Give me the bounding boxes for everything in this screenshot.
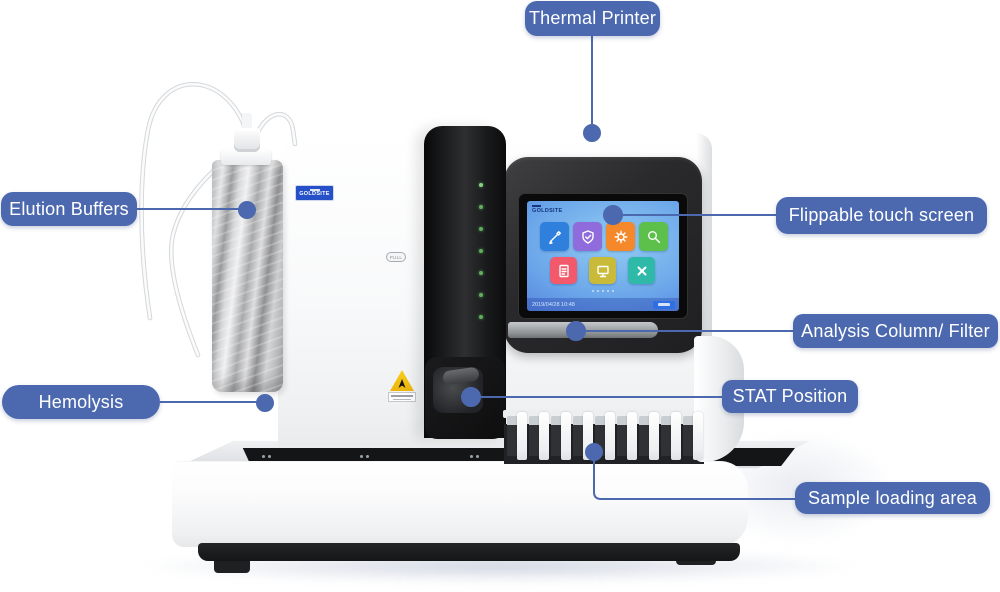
screen-brand-logo: GOLDSITE <box>532 205 563 214</box>
rack-divider <box>693 412 703 460</box>
status-led <box>479 205 483 209</box>
bag-cap <box>234 128 260 152</box>
screw-dot <box>470 455 473 458</box>
screw-dot <box>268 455 271 458</box>
base-front-panel <box>172 461 748 547</box>
touch-screen: GOLDSITE 2019/04/28 10:48 <box>527 201 679 311</box>
callout-thermal-printer: Thermal Printer <box>525 1 660 36</box>
sample-tube <box>661 416 673 456</box>
screw-dot <box>360 455 363 458</box>
status-led <box>479 315 483 319</box>
page-dot <box>592 290 594 292</box>
status-led <box>479 183 483 187</box>
page-dot <box>602 290 604 292</box>
callout-sample-loading-area: Sample loading area <box>795 482 990 514</box>
analysis-column-slot <box>508 322 658 338</box>
page-dot <box>607 290 609 292</box>
stat-position-module <box>425 357 505 439</box>
sample-tube <box>617 416 629 456</box>
sample-test-icon <box>540 222 569 251</box>
status-led <box>479 227 483 231</box>
screen-bottom-bar <box>527 298 679 311</box>
logo-mark <box>309 188 320 191</box>
page-dot <box>597 290 599 292</box>
pull-tag: PULL <box>386 252 406 262</box>
callout-hemolysis: Hemolysis <box>2 385 160 419</box>
page-indicator-dots <box>592 290 614 292</box>
device-foot <box>214 557 250 573</box>
page-dot <box>612 290 614 292</box>
rack-divider <box>517 412 527 460</box>
sample-tube <box>551 416 563 456</box>
callout-elution-buffers: Elution Buffers <box>1 192 137 226</box>
sample-tube <box>573 416 585 456</box>
rack-divider <box>627 412 637 460</box>
rack-divider <box>605 412 615 460</box>
screen-datetime: 2019/04/28 10:48 <box>532 302 575 308</box>
status-led <box>479 293 483 297</box>
status-led <box>479 271 483 275</box>
rack-divider <box>649 412 659 460</box>
status-led <box>479 249 483 253</box>
screen-corner-button <box>653 300 675 309</box>
sample-tube <box>529 416 541 456</box>
logo-text: GOLDSITE <box>299 190 330 197</box>
screw-dot <box>476 455 479 458</box>
base-bottom-band <box>198 543 740 561</box>
search-icon <box>639 222 668 251</box>
shield-quality-icon <box>573 222 602 251</box>
rack-divider <box>561 412 571 460</box>
callout-stat-position: STAT Position <box>722 380 858 413</box>
rack-divider <box>671 412 681 460</box>
sample-tube <box>683 416 695 456</box>
rack-divider <box>539 412 549 460</box>
screw-dot <box>366 455 369 458</box>
sample-tube <box>507 416 519 456</box>
callout-flippable-touch-screen: Flippable touch screen <box>776 197 987 234</box>
elution-buffer-bag <box>212 160 283 392</box>
report-document-icon <box>550 257 577 284</box>
monitor-status-icon <box>589 257 616 284</box>
maintenance-tools-icon <box>628 257 655 284</box>
sample-tube <box>639 416 651 456</box>
brand-logo-plate: GOLDSITE <box>295 185 334 201</box>
callout-line-hemolysis <box>160 394 274 412</box>
calibration-gear-icon <box>606 222 635 251</box>
rack-divider <box>583 412 593 460</box>
callout-line-thermal-printer <box>583 35 601 142</box>
screw-dot <box>262 455 265 458</box>
rack-rail <box>503 410 705 418</box>
callout-analysis-column-filter: Analysis Column/ Filter <box>793 314 998 348</box>
warning-label <box>388 392 416 402</box>
